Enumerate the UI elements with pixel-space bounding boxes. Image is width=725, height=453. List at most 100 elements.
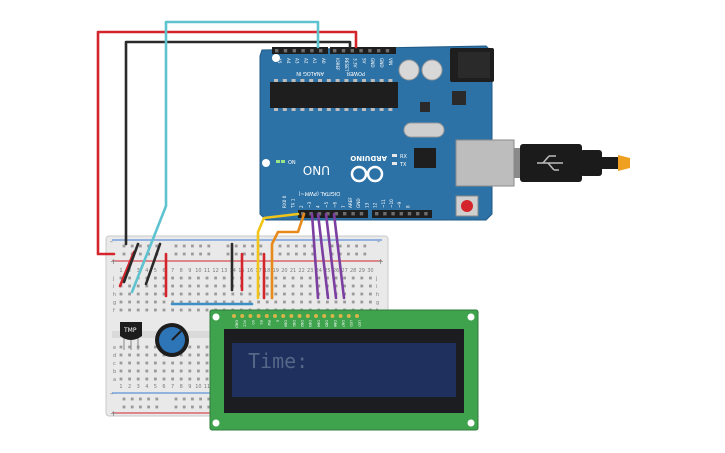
breadboard-hole[interactable]: [179, 300, 183, 304]
breadboard-hole[interactable]: [343, 276, 346, 280]
rail-hole[interactable]: [295, 252, 298, 256]
breadboard-hole[interactable]: [334, 300, 338, 304]
rail-hole[interactable]: [182, 244, 186, 248]
breadboard-hole[interactable]: [154, 284, 157, 288]
breadboard-hole[interactable]: [145, 369, 149, 373]
header-pin[interactable]: [301, 49, 305, 53]
breadboard-hole[interactable]: [128, 300, 131, 304]
breadboard-hole[interactable]: [145, 361, 149, 365]
rail-hole[interactable]: [130, 244, 134, 248]
rail-hole[interactable]: [207, 405, 211, 409]
wire-enable[interactable]: [270, 212, 306, 300]
breadboard-hole[interactable]: [145, 308, 149, 312]
wire-db5[interactable]: [316, 212, 330, 300]
breadboard-hole[interactable]: [145, 345, 149, 349]
header-pin[interactable]: [383, 212, 387, 216]
lcd-pin[interactable]: [305, 314, 310, 318]
breadboard-hole[interactable]: [248, 300, 252, 304]
breadboard-hole[interactable]: [128, 369, 131, 373]
breadboard-hole[interactable]: [308, 276, 312, 280]
rail-hole[interactable]: [199, 244, 202, 248]
breadboard-hole[interactable]: [300, 300, 303, 304]
rail-hole[interactable]: [355, 252, 358, 256]
lcd-pin[interactable]: [314, 314, 318, 318]
breadboard-hole[interactable]: [197, 369, 200, 373]
header-pin[interactable]: [343, 212, 347, 216]
breadboard-hole[interactable]: [162, 284, 166, 288]
header-pin[interactable]: [317, 212, 322, 216]
rail-hole[interactable]: [199, 405, 202, 409]
breadboard-hole[interactable]: [291, 300, 295, 304]
breadboard-hole[interactable]: [205, 276, 209, 280]
lcd-pin[interactable]: [322, 314, 327, 318]
breadboard-hole[interactable]: [162, 276, 166, 280]
breadboard-hole[interactable]: [154, 345, 157, 349]
breadboard-hole[interactable]: [291, 276, 295, 280]
rail-hole[interactable]: [243, 252, 246, 256]
breadboard-hole[interactable]: [283, 284, 286, 288]
header-pin[interactable]: [350, 49, 354, 53]
breadboard-hole[interactable]: [179, 284, 183, 288]
breadboard-hole[interactable]: [334, 284, 338, 288]
header-pin[interactable]: [283, 49, 288, 53]
rail-hole[interactable]: [234, 244, 238, 248]
breadboard-hole[interactable]: [265, 292, 269, 296]
rail-hole[interactable]: [363, 252, 367, 256]
rail-hole[interactable]: [234, 252, 238, 256]
breadboard-hole[interactable]: [128, 284, 131, 288]
breadboard-hole[interactable]: [197, 292, 200, 296]
lcd-pin[interactable]: [338, 314, 343, 318]
breadboard-hole[interactable]: [179, 292, 183, 296]
header-pin[interactable]: [424, 212, 428, 216]
breadboard-hole[interactable]: [300, 276, 303, 280]
breadboard-hole[interactable]: [197, 300, 200, 304]
lcd-pin[interactable]: [273, 314, 277, 318]
breadboard-hole[interactable]: [188, 276, 192, 280]
breadboard-hole[interactable]: [145, 377, 149, 381]
rail-hole[interactable]: [147, 397, 150, 401]
breadboard-hole[interactable]: [162, 292, 166, 296]
breadboard-hole[interactable]: [136, 369, 140, 373]
breadboard-hole[interactable]: [179, 369, 183, 373]
breadboard-hole[interactable]: [326, 276, 329, 280]
rail-hole[interactable]: [139, 405, 142, 409]
breadboard-hole[interactable]: [136, 300, 140, 304]
header-pin[interactable]: [301, 212, 305, 216]
breadboard-hole[interactable]: [119, 292, 123, 296]
breadboard-hole[interactable]: [369, 300, 372, 304]
lcd-pin[interactable]: [248, 314, 253, 318]
header-pin[interactable]: [333, 49, 337, 53]
rail-hole[interactable]: [259, 252, 263, 256]
rail-hole[interactable]: [311, 252, 315, 256]
breadboard-hole[interactable]: [162, 377, 166, 381]
breadboard-hole[interactable]: [188, 369, 192, 373]
usb-b-jack[interactable]: [455, 139, 515, 187]
breadboard-hole[interactable]: [205, 284, 209, 288]
rail-hole[interactable]: [130, 397, 134, 401]
breadboard-hole[interactable]: [300, 292, 303, 296]
breadboard-hole[interactable]: [214, 284, 217, 288]
header-pin[interactable]: [391, 212, 395, 216]
header-pin[interactable]: [275, 49, 279, 53]
breadboard-hole[interactable]: [197, 361, 200, 365]
breadboard-hole[interactable]: [214, 276, 217, 280]
breadboard-hole[interactable]: [188, 345, 192, 349]
breadboard-hole[interactable]: [154, 276, 157, 280]
breadboard-hole[interactable]: [283, 300, 286, 304]
lcd-pin[interactable]: [232, 314, 236, 318]
breadboard-hole[interactable]: [188, 361, 192, 365]
breadboard-hole[interactable]: [265, 284, 269, 288]
rail-hole[interactable]: [226, 252, 230, 256]
header-pin[interactable]: [334, 212, 338, 216]
rail-hole[interactable]: [155, 244, 159, 248]
lcd-pin[interactable]: [355, 314, 359, 318]
header-pin[interactable]: [292, 49, 296, 53]
header-pin[interactable]: [359, 212, 364, 216]
breadboard-hole[interactable]: [171, 276, 174, 280]
wires[interactable]: [96, 20, 358, 306]
tmp36-sensor[interactable]: TMP: [120, 322, 142, 350]
breadboard-hole[interactable]: [351, 300, 355, 304]
breadboard-hole[interactable]: [205, 369, 209, 373]
breadboard-hole[interactable]: [300, 284, 303, 288]
breadboard-hole[interactable]: [205, 345, 209, 349]
